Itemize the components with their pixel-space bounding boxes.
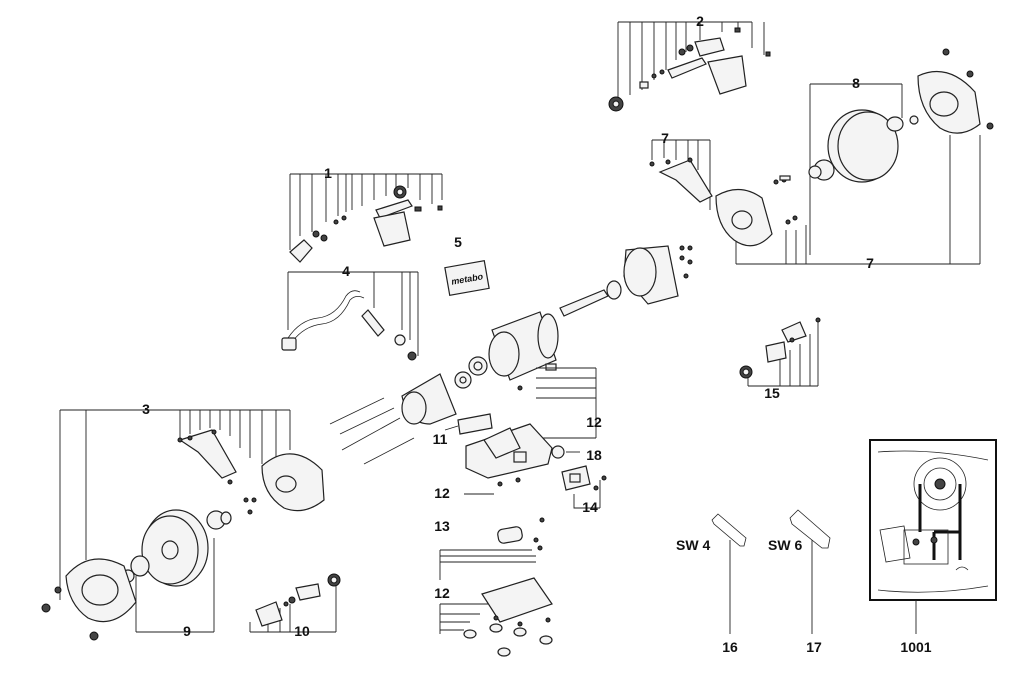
assembly-7-bracket: 7: [649, 130, 713, 210]
assembly-15: 15: [739, 317, 821, 401]
assembly-4: 4: [281, 263, 419, 361]
tie-rods: [329, 397, 415, 465]
assembly-13: 13: [434, 517, 545, 580]
callout-10: 10: [294, 623, 310, 639]
callout-2: 2: [696, 13, 704, 29]
callout-1001: 1001: [900, 639, 931, 655]
callout-12-c: 12: [434, 585, 450, 601]
callout-14: 14: [582, 499, 598, 515]
callout-16: 16: [722, 639, 738, 655]
assembly-1: 1: [289, 165, 443, 263]
assembly-5-logo: metabo 5: [444, 234, 490, 296]
callout-8: 8: [852, 75, 860, 91]
callout-5: 5: [454, 234, 462, 250]
callout-12-b: 12: [434, 485, 450, 501]
assembly-10: 10: [249, 573, 341, 639]
assembly-12-plate: 12: [434, 577, 553, 657]
callout-12-a: 12: [586, 414, 602, 430]
callout-15: 15: [764, 385, 780, 401]
callout-7-upper: 7: [661, 130, 669, 146]
tool-label-sw6: SW 6: [768, 537, 802, 553]
hex-key-sw6: SW 6 17: [768, 509, 831, 655]
assembly-9: 9: [41, 509, 232, 641]
assembly-8: 8: [808, 48, 994, 255]
callout-7-lower: 7: [866, 255, 874, 271]
assembly-3: 3: [59, 401, 325, 600]
assembly-7-guard: 7: [715, 135, 981, 271]
base-assembly: 12 11 18 12: [433, 367, 602, 501]
callout-4: 4: [342, 263, 350, 279]
callout-11: 11: [433, 431, 448, 447]
assembly-14: 14: [561, 465, 607, 515]
hex-key-sw4: SW 4 16: [676, 513, 747, 655]
assembly-1001-wiring-inset: 1001: [869, 439, 997, 655]
callout-13: 13: [434, 518, 450, 534]
tool-label-sw4: SW 4: [676, 537, 710, 553]
callout-17: 17: [806, 639, 822, 655]
callout-9: 9: [183, 623, 191, 639]
callout-3: 3: [142, 401, 150, 417]
motor-assembly: [401, 245, 693, 425]
assembly-2: 2: [608, 13, 771, 112]
callout-1: 1: [324, 165, 332, 181]
callout-18: 18: [586, 447, 602, 463]
